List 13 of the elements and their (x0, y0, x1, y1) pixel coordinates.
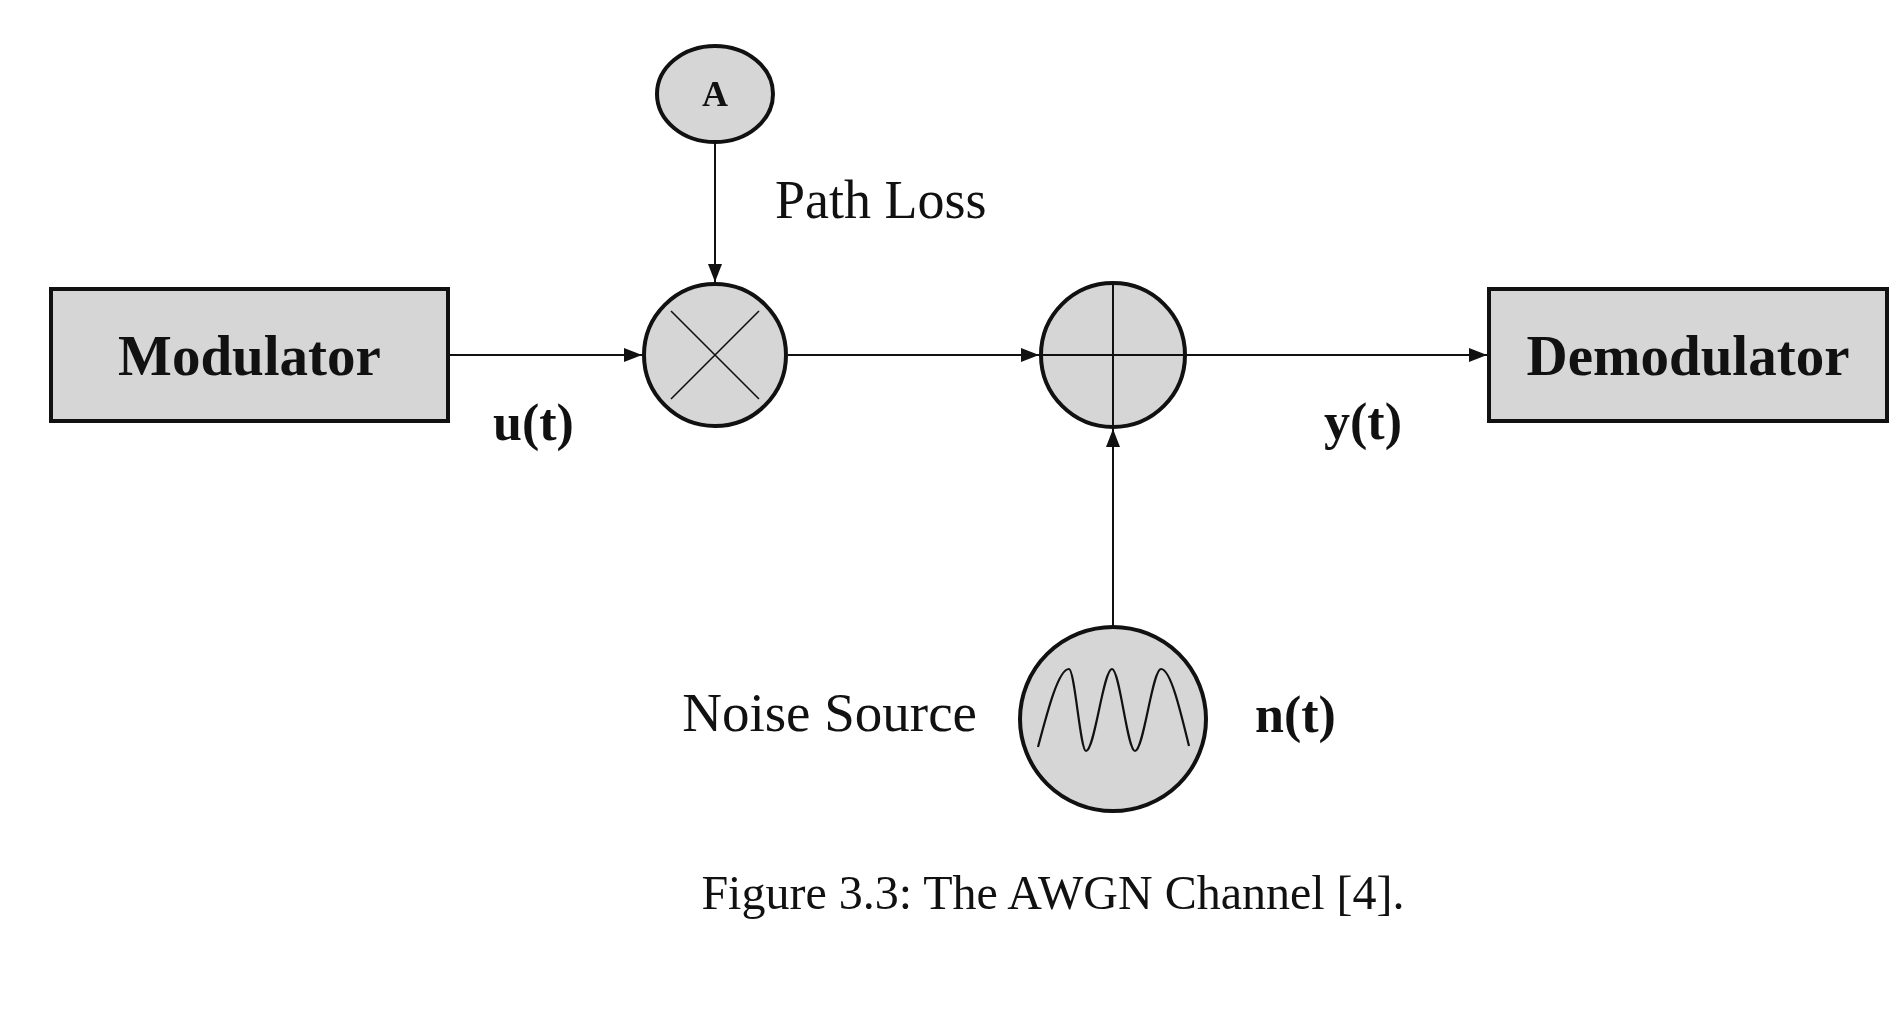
arrow (787, 348, 1040, 362)
arrow (1186, 348, 1488, 362)
noise-source-circle (1018, 625, 1208, 813)
input-circle (655, 44, 775, 144)
arrow (708, 143, 722, 283)
arrow (449, 348, 643, 362)
block-name: Demodulator (1526, 326, 1850, 384)
process-box (1487, 287, 1889, 423)
process-box (49, 287, 450, 423)
arrow (1106, 428, 1120, 626)
multiplier-circle (642, 282, 788, 428)
block-name: Modulator (118, 326, 381, 384)
variable-name: A (702, 76, 728, 112)
